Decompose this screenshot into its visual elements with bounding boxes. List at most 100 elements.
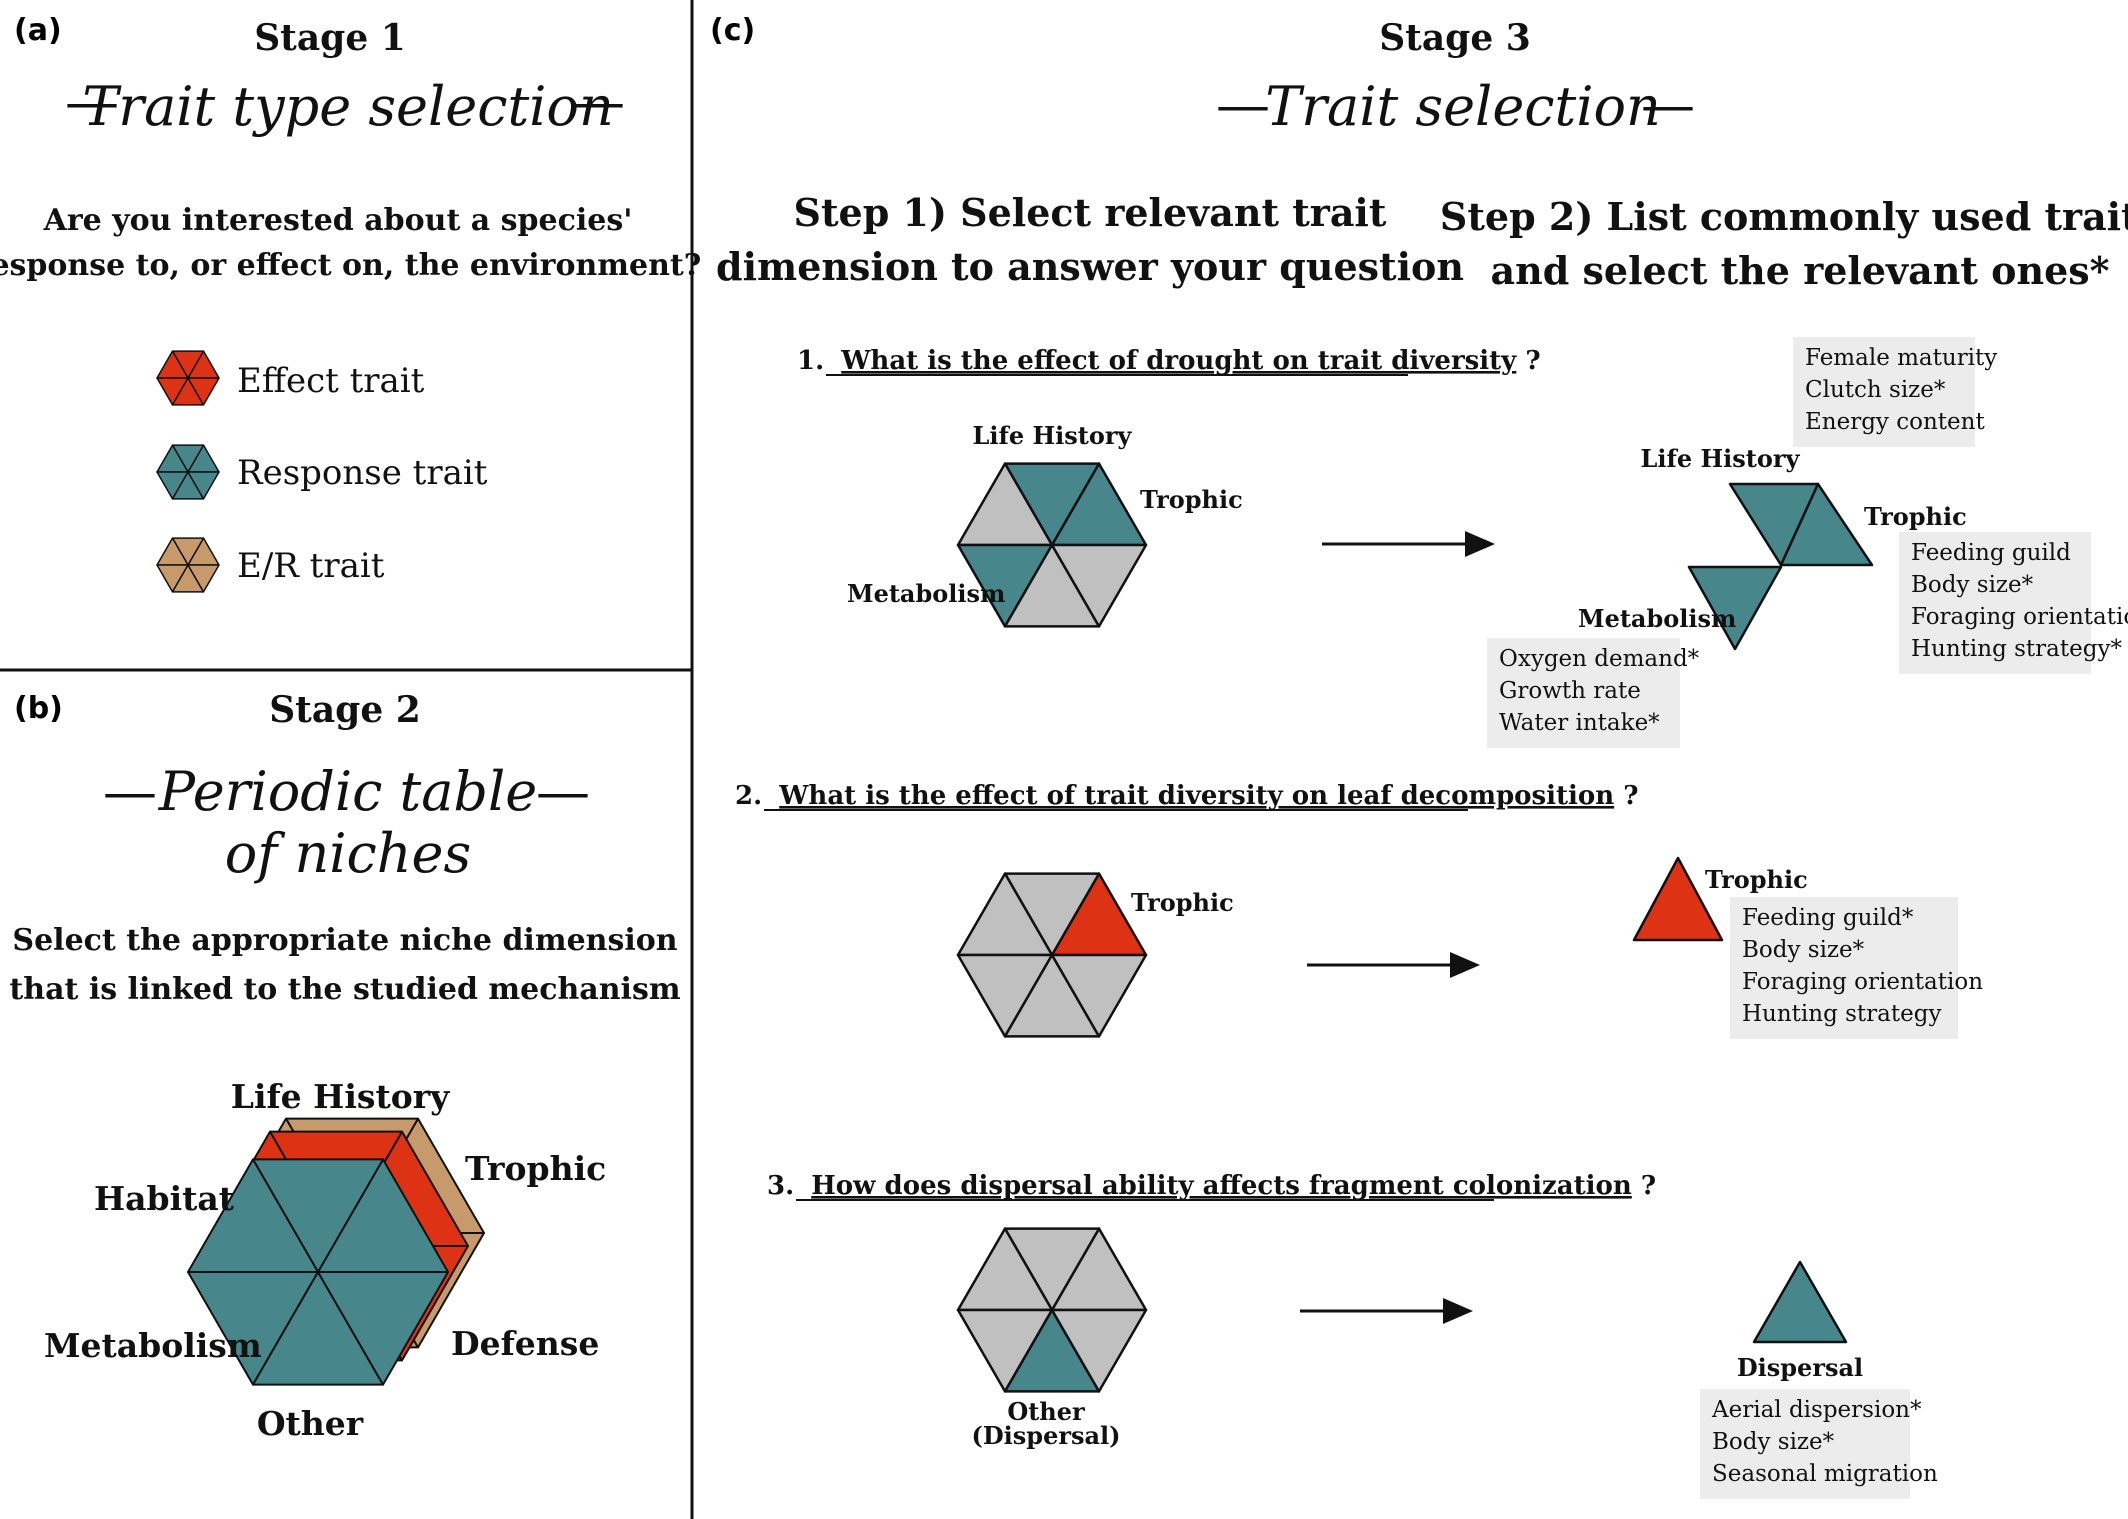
question-line-2: response to, or effect on, the environme…	[0, 248, 701, 283]
panel-a: (a) Stage 1 — Trait type selection — Are…	[0, 13, 701, 593]
question-3-number: 3.	[767, 1171, 794, 1201]
q1-out-label-life-history: Life History	[1641, 444, 1801, 473]
title-dash-right: —	[571, 70, 625, 133]
niche-label-other: Other	[257, 1404, 364, 1443]
panel-b-letter: (b)	[14, 691, 63, 726]
q3-selected-dimension	[1752, 1260, 1848, 1344]
trait-item: Feeding guild	[1911, 540, 2071, 566]
panel-b: (b) Stage 2 — Periodic table — of niches…	[9, 689, 680, 1443]
trait-item: Foraging orientation	[1742, 969, 1983, 995]
question-1-text: 1. What is the effect of drought on trai…	[797, 346, 1541, 376]
niche-label-life-history: Life History	[231, 1077, 450, 1116]
question-1-hexagon	[956, 462, 1148, 628]
q3-dispersal-trait-list: Aerial dispersion*Body size*Seasonal mig…	[1700, 1389, 1938, 1499]
question-2-punct: ?	[1623, 781, 1638, 811]
question-2-number: 2.	[735, 781, 762, 811]
q2-out-trophic-triangle	[1632, 856, 1724, 942]
q1-out-metabolism-triangle	[1687, 565, 1783, 651]
q3-hex-label-dispersal: (Dispersal)	[971, 1421, 1120, 1450]
q2-trophic-trait-list: Feeding guild*Body size*Foraging orienta…	[1730, 897, 1983, 1039]
stage-3-label: Stage 3	[1379, 17, 1531, 59]
title-b-dash-left: —	[103, 760, 157, 823]
q3-hex-label-other: Other	[1007, 1397, 1085, 1426]
legend-item-response: Response trait	[156, 444, 488, 500]
step-2-line-1: Step 2) List commonly used traits	[1440, 194, 2128, 239]
trait-item: Feeding guild*	[1742, 905, 1914, 931]
trait-item: Foraging orientation	[1911, 604, 2128, 630]
title-dash-left: —	[65, 70, 119, 133]
niche-label-metabolism: Metabolism	[44, 1326, 262, 1365]
trait-item: Female maturity	[1805, 345, 1997, 371]
trait-item: Aerial dispersion*	[1711, 1397, 1922, 1423]
niche-label-trophic: Trophic	[465, 1149, 606, 1188]
question-2: 2. What is the effect of trait diversity…	[735, 781, 1983, 1039]
instruction-line-2: that is linked to the studied mechanism	[9, 972, 680, 1007]
trait-type-legend: Effect trait Response trait E/R trait	[156, 350, 488, 593]
question-3-punct: ?	[1641, 1171, 1656, 1201]
legend-response-label: Response trait	[237, 453, 488, 493]
er-wedge-5	[187, 564, 220, 593]
question-2-body: What is the effect of trait diversity on…	[778, 781, 1614, 811]
q2-hex-wedge-5	[1050, 953, 1148, 1038]
q2-out-label-trophic: Trophic	[1705, 865, 1808, 894]
q1-hex-label-trophic: Trophic	[1140, 485, 1243, 514]
title-b-dash-right: —	[536, 760, 590, 823]
response-hexagon-icon	[156, 444, 220, 500]
trait-item: Oxygen demand*	[1499, 646, 1700, 672]
instruction-line-1: Select the appropriate niche dimension	[12, 923, 677, 958]
question-line-1: Are you interested about a species'	[43, 203, 633, 238]
q1-hex-wedge-5	[1050, 543, 1148, 628]
trait-item: Hunting strategy*	[1911, 636, 2122, 662]
title-c-dash-left: —	[1216, 73, 1270, 136]
q1-arrow	[1322, 531, 1495, 557]
q1-out-trophic-triangle	[1779, 482, 1874, 567]
trait-selection-title: Trait selection	[1265, 75, 1661, 138]
panel-c-letter: (c)	[710, 13, 755, 48]
periodic-table-title-line-2: of niches	[225, 822, 471, 885]
niche-label-defense: Defense	[451, 1324, 599, 1363]
trait-type-selection-title: Trait type selection	[82, 75, 613, 138]
legend-item-effect: Effect trait	[156, 350, 425, 406]
trait-item: Hunting strategy	[1742, 1001, 1941, 1027]
title-c-dash-right: —	[1641, 73, 1695, 136]
q3-hex-wedge-5	[1050, 1308, 1148, 1393]
trait-box-background	[1899, 532, 2091, 674]
legend-effect-label: Effect trait	[237, 361, 425, 401]
question-3-text: 3. How does dispersal ability affects fr…	[767, 1171, 1656, 1201]
step-1-line-2: dimension to answer your question	[716, 244, 1464, 289]
effect-hexagon-icon	[156, 350, 220, 406]
periodic-table-title-line-1: Periodic table	[158, 760, 537, 823]
q1-hex-label-metabolism: Metabolism	[847, 579, 1005, 608]
trait-box-background	[1487, 638, 1680, 748]
effect-wedge-5	[187, 377, 220, 406]
question-1: 1. What is the effect of drought on trai…	[797, 337, 2128, 748]
q1-selected-dimensions	[1687, 482, 1874, 651]
trait-box-background	[1700, 1389, 1910, 1499]
trait-item: Clutch size*	[1805, 377, 1946, 403]
question-2-hexagon	[956, 872, 1148, 1038]
q2-selected-dimension	[1632, 856, 1724, 942]
response-layer-wedge-5	[317, 1271, 449, 1386]
response-hexagon-layer	[187, 1158, 449, 1386]
q2-hex-label-trophic: Trophic	[1131, 888, 1234, 917]
q3-arrow	[1300, 1298, 1473, 1324]
stage-2-label: Stage 2	[269, 689, 421, 731]
er-hexagon-icon	[156, 537, 220, 593]
q1-out-label-metabolism: Metabolism	[1578, 604, 1736, 633]
trait-item: Water intake*	[1499, 710, 1660, 736]
response-wedge-5	[187, 471, 220, 500]
step-1-line-1: Step 1) Select relevant trait	[794, 190, 1387, 235]
question-1-body: What is the effect of drought on trait d…	[840, 346, 1517, 376]
step-2-line-2: and select the relevant ones*	[1490, 248, 2109, 293]
legend-item-er: E/R trait	[156, 537, 385, 593]
question-1-punct: ?	[1525, 346, 1540, 376]
trait-item: Body size*	[1911, 572, 2034, 598]
question-3: 3. How does dispersal ability affects fr…	[767, 1171, 1938, 1499]
niche-label-habitat: Habitat	[94, 1179, 235, 1218]
q2-arrow	[1307, 952, 1480, 978]
q3-out-label-dispersal: Dispersal	[1737, 1353, 1863, 1382]
question-3-body: How does dispersal ability affects fragm…	[811, 1171, 1632, 1201]
